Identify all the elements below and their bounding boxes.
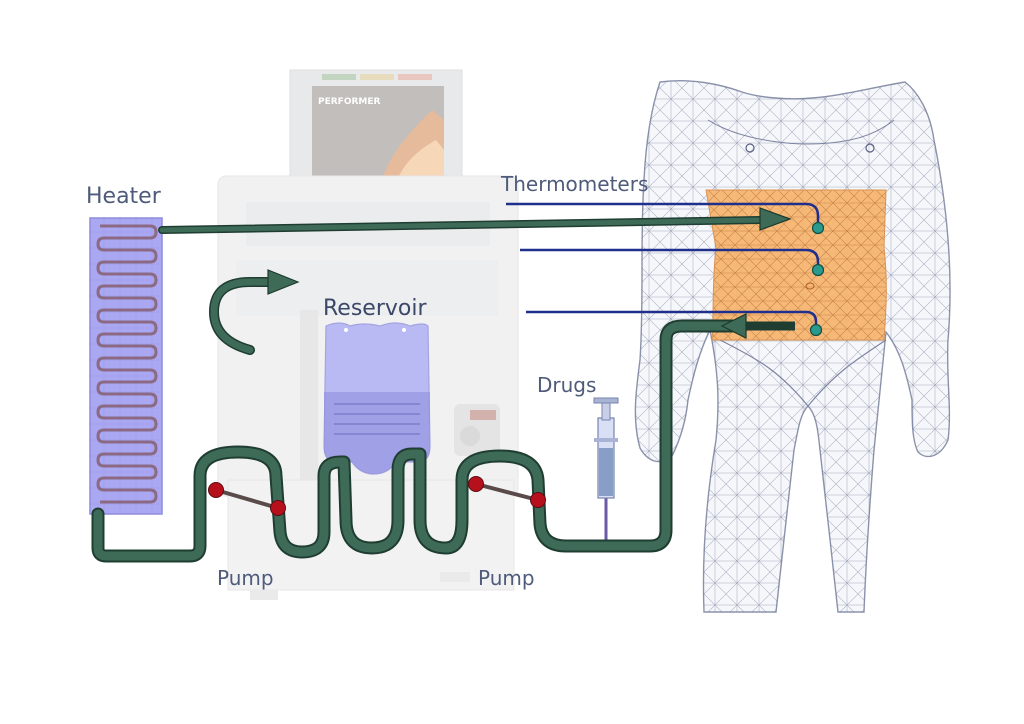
machine-screen	[312, 86, 444, 184]
inflow-tube	[159, 217, 763, 233]
pump-right	[468, 476, 546, 508]
pump-roller-icon	[208, 482, 224, 498]
pump-roller-icon	[530, 492, 546, 508]
thermometer-probes	[506, 202, 825, 337]
outflow-arrow-icon	[720, 313, 747, 339]
thermometer-probe-1	[811, 221, 825, 235]
navel	[805, 282, 815, 290]
inflow-arrow-icon	[759, 207, 792, 231]
pump-roller-icon	[270, 500, 286, 516]
heater-label: Heater	[86, 184, 161, 209]
reservoir-label: Reservoir	[323, 296, 427, 321]
pump-right-label: Pump	[478, 566, 535, 590]
pump-left	[208, 482, 286, 516]
pump-roller-icon	[468, 476, 484, 492]
thermometer-wire-2	[520, 248, 820, 268]
reservoir	[323, 322, 431, 475]
flow-direction-arrow-icon	[267, 269, 300, 295]
thermometer-wire-3	[526, 310, 818, 326]
thermometer-probe-3	[809, 323, 823, 337]
pump-rotor-arm	[475, 482, 539, 502]
pump-rotor-arm	[215, 488, 279, 510]
wireframe-human-body	[634, 80, 951, 613]
syringe-icon	[593, 397, 619, 545]
flow-direction-curve	[210, 278, 274, 354]
heater	[89, 217, 163, 515]
thermometer-wire-1	[506, 202, 820, 226]
tubing-circuit	[93, 321, 745, 561]
heating-coil-icon	[96, 224, 158, 504]
abdomen-treatment-area	[705, 189, 887, 341]
drugs-label: Drugs	[537, 373, 597, 397]
thermometer-probe-2	[811, 263, 825, 277]
thermometers-label: Thermometers	[501, 172, 649, 196]
pump-left-label: Pump	[217, 566, 274, 590]
machine-screen-text: PERFORMER	[318, 97, 381, 107]
